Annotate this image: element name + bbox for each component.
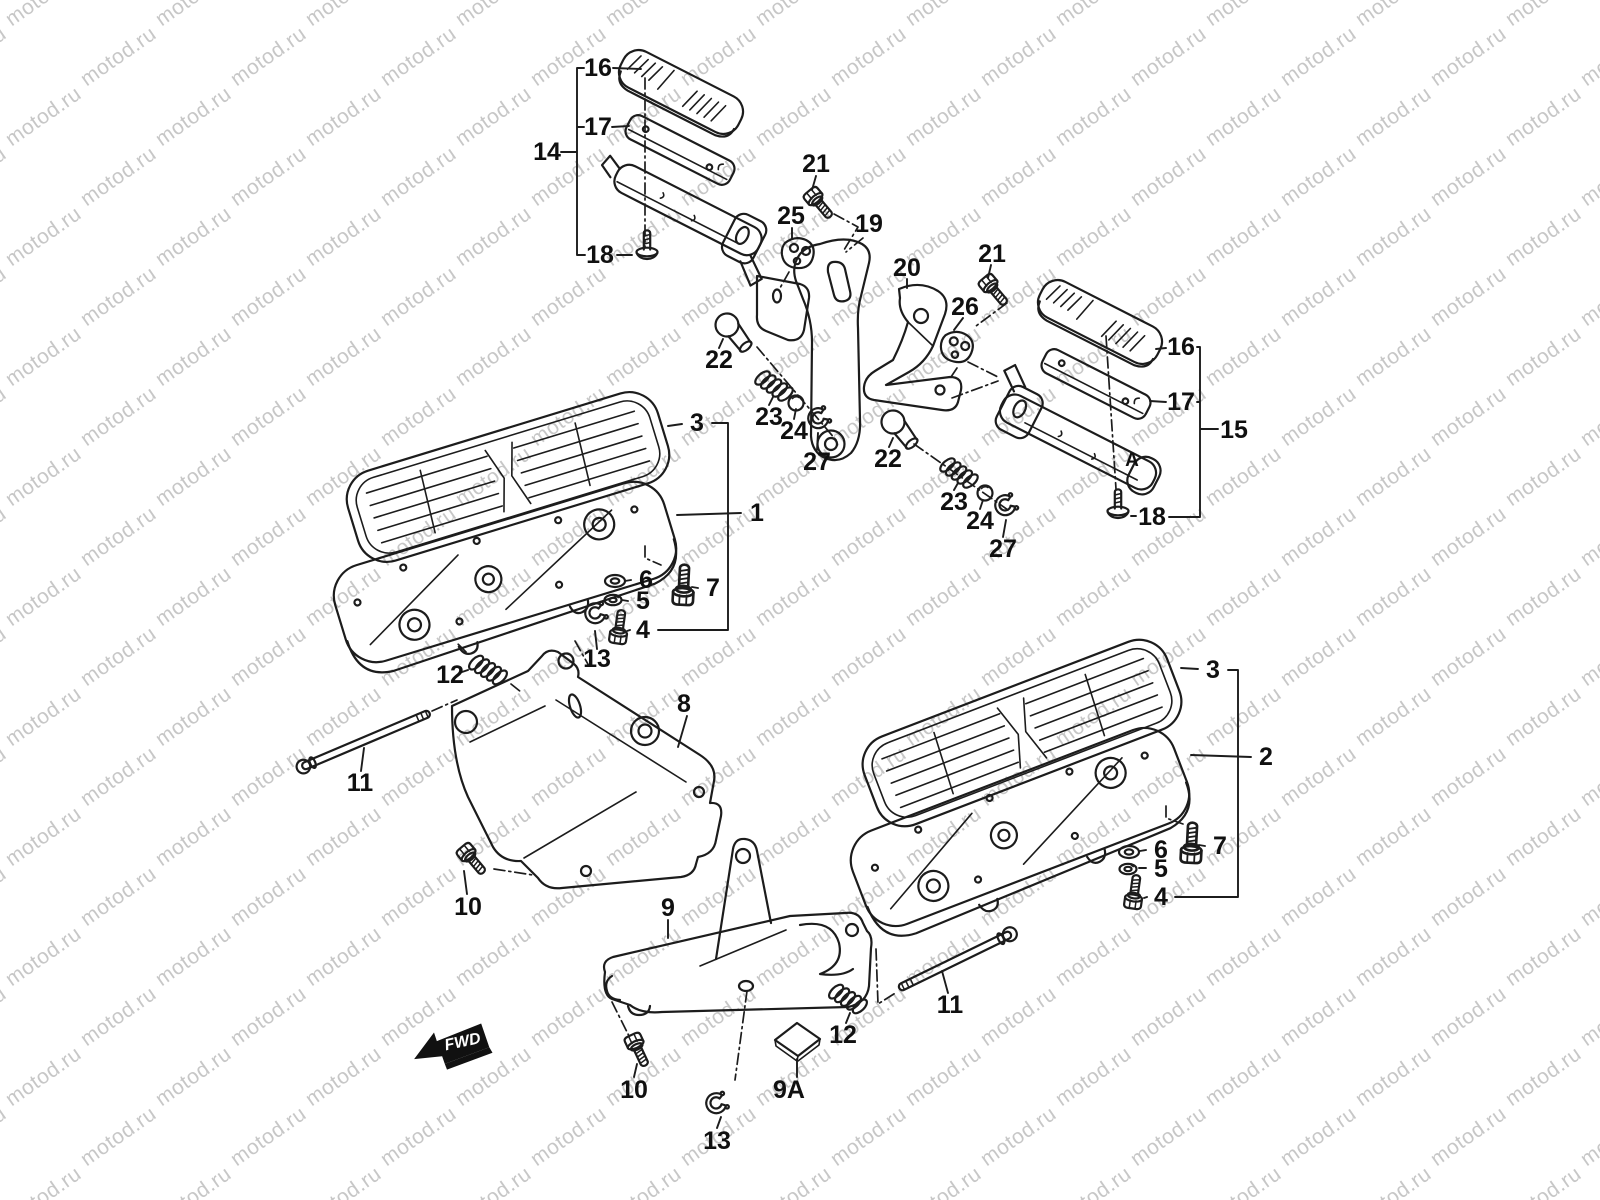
bolt-4-right (1122, 872, 1147, 911)
trim-plate-17-right (1037, 344, 1155, 424)
floorboard-base-1 (324, 472, 691, 689)
part-label-9: 9 (661, 894, 675, 922)
floorboard-mat-3-left (338, 383, 678, 571)
lockwasher-5-right (1118, 862, 1138, 876)
part-label-21: 21 (802, 150, 830, 178)
part-label-17: 17 (1167, 388, 1195, 416)
part-label-24: 24 (966, 507, 994, 535)
washer-6-right (1117, 844, 1141, 860)
spring-12-right (824, 978, 872, 1020)
part-label-21: 21 (978, 240, 1006, 268)
part-label-7: 7 (706, 574, 720, 602)
part-label-4: 4 (636, 616, 650, 644)
part-label-1: 1 (750, 499, 764, 527)
part-label-6: 6 (1154, 836, 1168, 864)
part-label-3: 3 (690, 409, 704, 437)
trim-plate-17-left (621, 110, 739, 190)
bolt-10-bottom (622, 1030, 655, 1071)
part-label-22: 22 (705, 346, 733, 374)
part-label-24: 24 (780, 417, 808, 445)
part-label-11: 11 (347, 769, 374, 797)
mount-bracket-9 (602, 837, 873, 1017)
part-label-5: 5 (1154, 855, 1168, 883)
part-label-14: 14 (533, 138, 561, 166)
part-label-16: 16 (1167, 333, 1195, 361)
part-label-15: 15 (1220, 416, 1248, 444)
part-label-13: 13 (703, 1127, 731, 1155)
part-label-11: 11 (937, 991, 964, 1019)
eclip-27-left (804, 403, 834, 433)
part-label-23: 23 (940, 488, 968, 516)
bolt-7-left (671, 562, 697, 607)
assembly-axis-lines (431, 77, 1184, 1081)
rod-11-left (295, 709, 431, 775)
part-label-9A: 9A (773, 1076, 805, 1104)
part-label-25: 25 (777, 202, 805, 230)
washer-6-left (603, 573, 627, 589)
mount-bracket-8 (450, 649, 723, 890)
part-label-20: 20 (893, 254, 921, 282)
screw-18-left (635, 229, 659, 261)
part-label-17: 17 (584, 113, 612, 141)
bolt-4-left (607, 607, 632, 646)
eclip-27-right (991, 490, 1021, 520)
marker-a-label: A (1125, 450, 1139, 471)
part-label-2: 2 (1259, 743, 1273, 771)
bolt-10-left (454, 840, 491, 880)
bolt-21-left (801, 184, 838, 224)
shim-plate-26 (937, 328, 976, 366)
part-label-27: 27 (803, 448, 831, 476)
fwd-arrow: FWD (414, 1023, 493, 1070)
pivot-link-plate (755, 274, 811, 342)
part-label-7: 7 (1213, 832, 1227, 860)
hanger-bracket-20 (862, 283, 963, 412)
part-label-18: 18 (1138, 503, 1166, 531)
part-label-23: 23 (755, 403, 783, 431)
part-label-18: 18 (586, 241, 614, 269)
bolt-7-right (1179, 820, 1205, 865)
part-label-12: 12 (436, 661, 464, 689)
screw-18-right (1106, 488, 1130, 520)
floorboard-mat-3-right (852, 629, 1192, 837)
footrest-pad-16-left (610, 43, 750, 144)
part-label-22: 22 (874, 445, 902, 473)
part-label-4: 4 (1154, 883, 1168, 911)
part-label-10: 10 (454, 893, 482, 921)
leader-lines (360, 67, 1252, 1129)
spacer-9a (773, 1021, 822, 1062)
part-label-5: 5 (636, 587, 650, 615)
footrest-bar-15-right (994, 363, 1162, 496)
part-label-3: 3 (1206, 656, 1220, 684)
part-label-13: 13 (583, 645, 611, 673)
part-label-26: 26 (951, 293, 979, 321)
footrest-pad-16-right (1029, 273, 1169, 374)
shim-plate-25 (780, 236, 815, 270)
part-label-12: 12 (829, 1021, 857, 1049)
line-art: FWD A (295, 43, 1252, 1129)
part-label-6: 6 (639, 566, 653, 594)
rod-11-right (897, 926, 1018, 992)
part-label-27: 27 (989, 535, 1017, 563)
part-label-8: 8 (677, 690, 691, 718)
part-label-10: 10 (620, 1076, 648, 1104)
part-label-16: 16 (584, 54, 612, 82)
part-label-19: 19 (855, 210, 883, 238)
eclip-13-bottom (702, 1089, 731, 1117)
